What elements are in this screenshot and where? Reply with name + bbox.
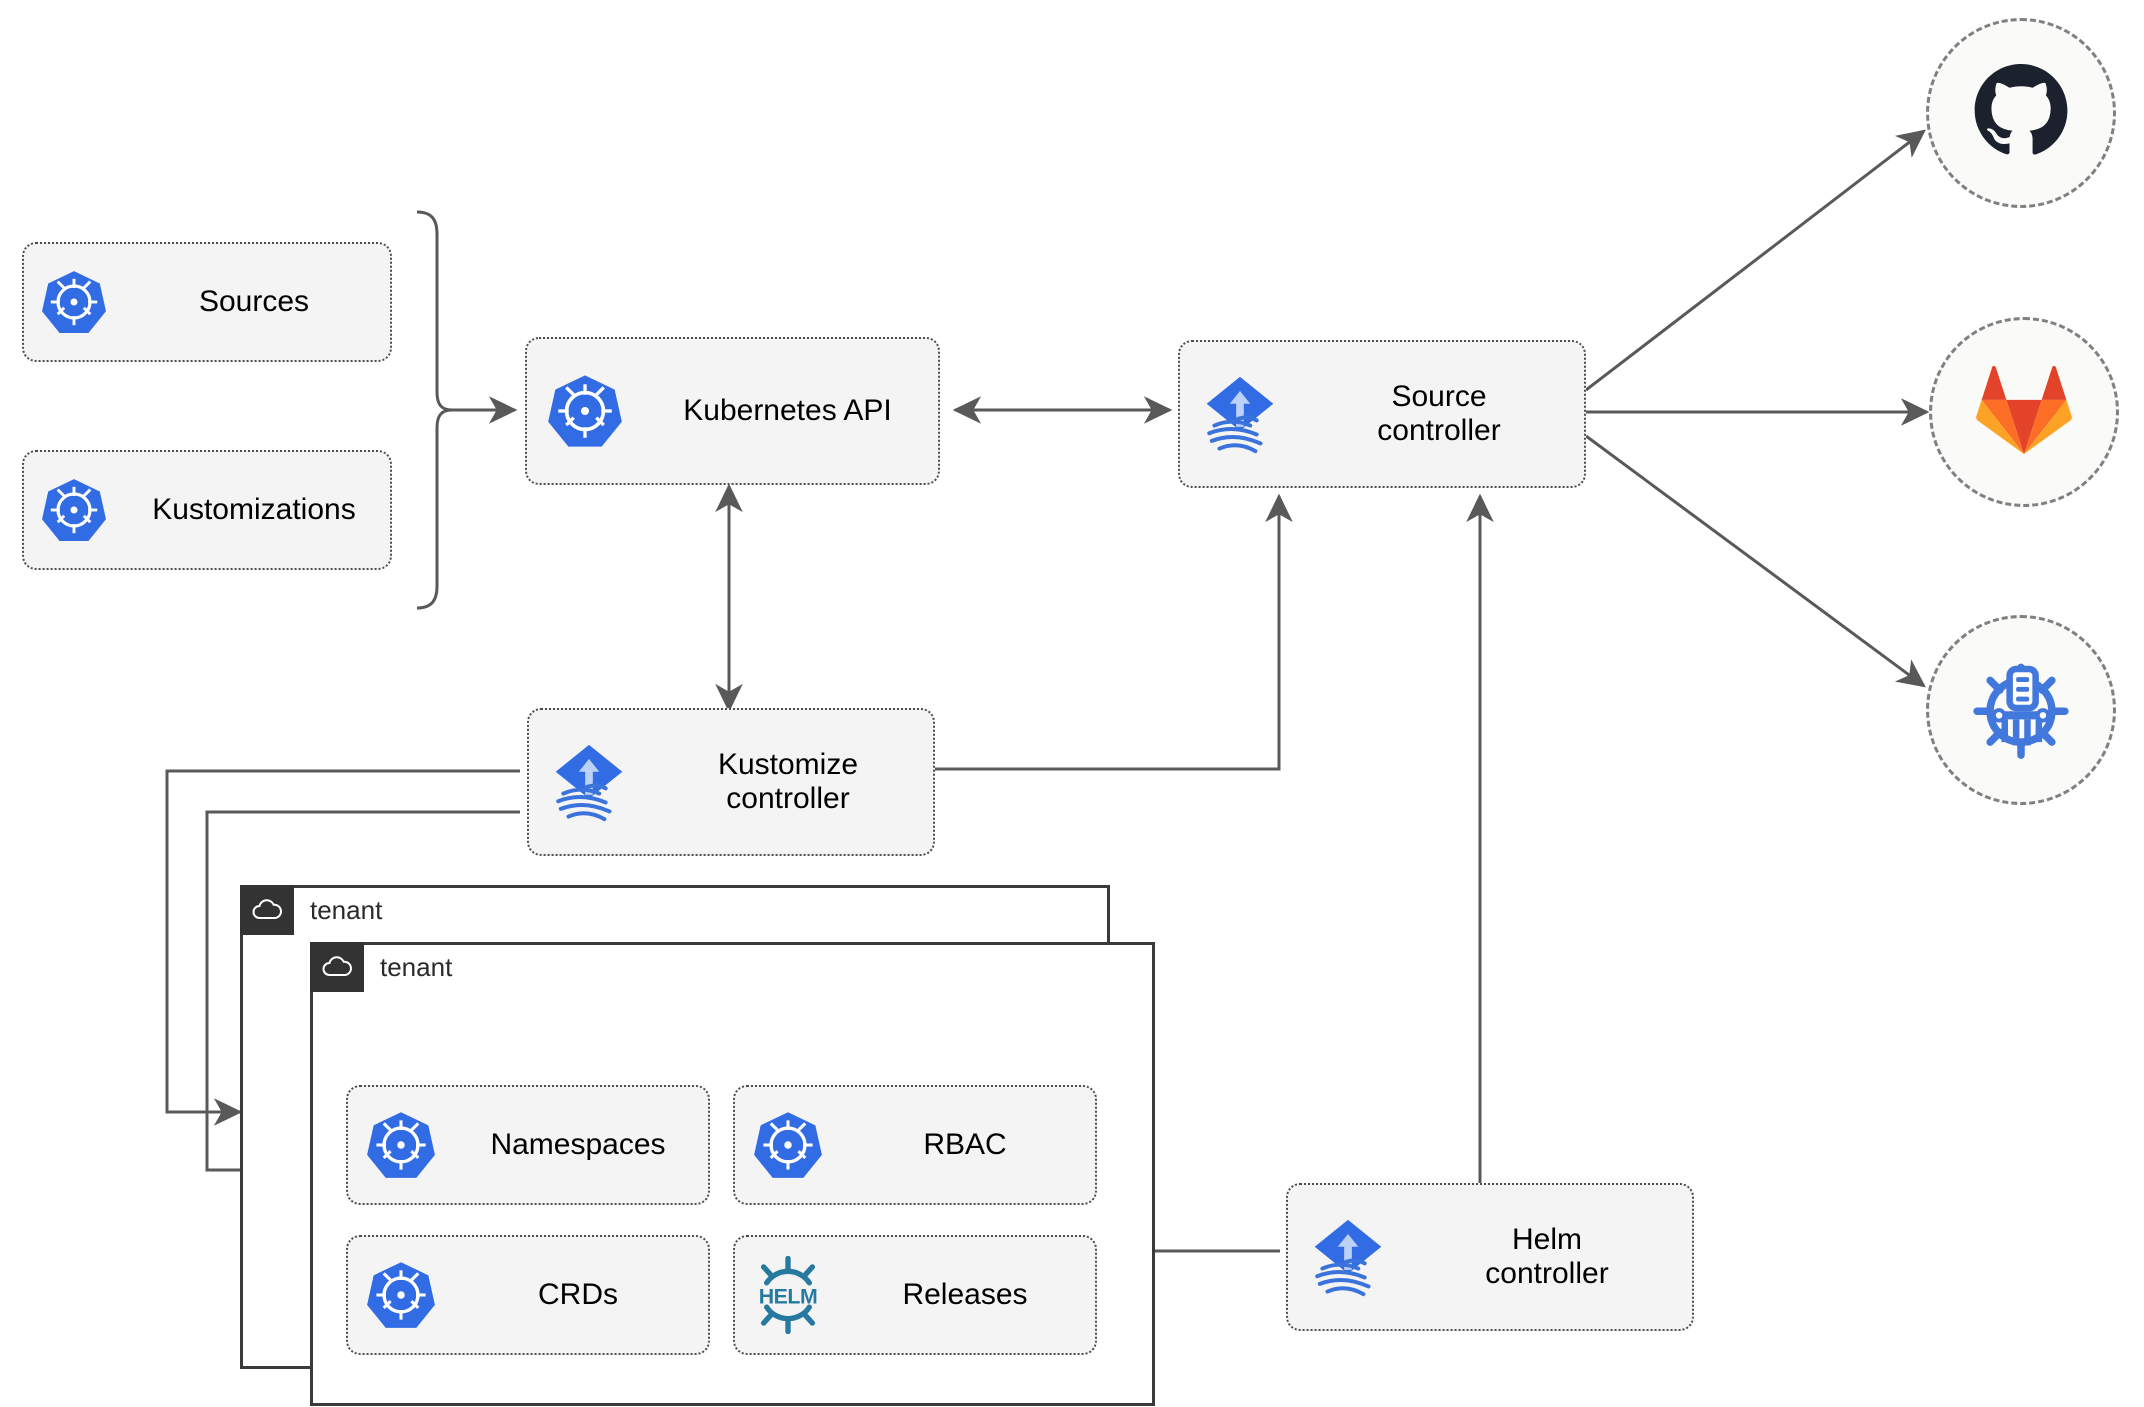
flux-icon [529,741,649,823]
tenant-item-label: Releases [902,1278,1028,1312]
tenant-inner-label: tenant [380,951,453,982]
edge-resources-bracket [416,210,453,610]
helm-repo-icon [1969,656,2073,765]
node-kustomize-controller[interactable]: Kustomize controller [527,708,935,856]
kubernetes-icon [527,373,643,449]
tenant-outer-label: tenant [310,894,383,925]
resource-box-kustomizations[interactable]: Kustomizations [22,450,392,570]
edge-source-controller-to-helm-repo [1585,434,1926,688]
tenant-outer-header: tenant [240,885,382,935]
helm-icon: HELM [735,1256,841,1334]
flux-icon [1180,373,1300,455]
endpoint-github[interactable] [1926,18,2116,208]
node-label: Source controller [1377,380,1501,447]
kubernetes-icon [348,1260,454,1330]
edge-kustomize-controller-to-source-controller [935,493,1293,771]
kubernetes-icon [735,1110,841,1180]
flux-icon [1288,1216,1408,1298]
node-label: Kustomize controller [717,748,859,815]
endpoint-helm-repo[interactable] [1926,615,2116,805]
github-icon [1972,62,2070,165]
gitlab-icon [1976,364,2072,461]
node-label: Kubernetes API [683,394,892,428]
tenant-item-label: CRDs [538,1278,618,1312]
svg-text:HELM: HELM [759,1285,817,1309]
tenant-item-label: RBAC [923,1128,1007,1162]
resource-label: Sources [198,285,310,319]
tenant-item-crds[interactable]: CRDs [346,1235,710,1355]
cloud-icon [240,885,294,935]
tenant-item-label: Namespaces [490,1128,666,1162]
kubernetes-icon [348,1110,454,1180]
node-kubernetes-api[interactable]: Kubernetes API [525,337,940,485]
tenant-item-rbac[interactable]: RBAC [733,1085,1097,1205]
resource-label: Kustomizations [152,493,356,527]
kubernetes-icon [24,269,124,335]
kubernetes-icon [24,477,124,543]
tenant-inner-header: tenant [310,942,452,992]
endpoint-gitlab[interactable] [1929,317,2119,507]
edge-source-controller-to-github [1585,129,1926,392]
node-label: Helm controller [1485,1223,1609,1290]
tenant-inner[interactable]: tenant Namespac [310,942,1155,1406]
tenant-item-namespaces[interactable]: Namespaces [346,1085,710,1205]
node-helm-controller[interactable]: Helm controller [1286,1183,1694,1331]
tenant-item-releases[interactable]: HELM Releases [733,1235,1097,1355]
resource-box-sources[interactable]: Sources [22,242,392,362]
node-source-controller[interactable]: Source controller [1178,340,1586,488]
cloud-icon [310,942,364,992]
